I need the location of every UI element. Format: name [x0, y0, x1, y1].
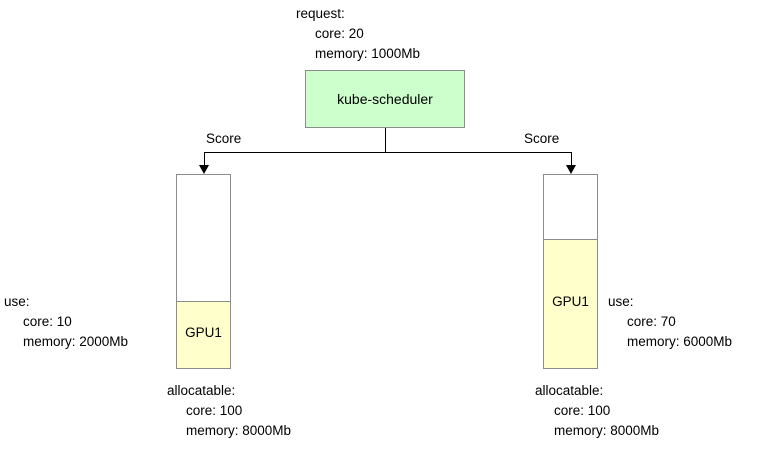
right-arrow-icon: [566, 165, 576, 174]
score-bus-line: [204, 152, 572, 153]
left-branch-line: [204, 152, 205, 166]
left-score-label: Score: [206, 131, 242, 146]
node-used-right: GPU1: [544, 239, 597, 368]
node-used-left: GPU1: [177, 301, 230, 368]
node-bar-right[interactable]: GPU1: [543, 174, 598, 369]
use-memory-right: memory: 6000Mb: [627, 334, 733, 349]
left-arrow-icon: [199, 165, 209, 174]
allocatable-text-block-right: allocatable: core: 100 memory: 8000Mb: [535, 381, 659, 441]
scheduler-stem-line: [385, 128, 386, 153]
allocatable-text-block-left: allocatable: core: 100 memory: 8000Mb: [167, 381, 291, 441]
allocatable-heading-left: allocatable:: [167, 383, 236, 398]
allocatable-heading-right: allocatable:: [535, 383, 604, 398]
allocatable-core-right: core: 100: [554, 403, 611, 418]
use-core-right: core: 70: [627, 314, 676, 329]
use-text-block-right: use: core: 70 memory: 6000Mb: [608, 292, 732, 352]
request-text-block: request: core: 20 memory: 1000Mb: [296, 4, 420, 64]
request-core: core: 20: [315, 26, 364, 41]
use-heading-right: use:: [608, 294, 634, 309]
use-core-left: core: 10: [23, 314, 72, 329]
use-text-block-left: use: core: 10 memory: 2000Mb: [4, 292, 128, 352]
allocatable-core-left: core: 100: [186, 403, 243, 418]
gpu-label-right: GPU1: [552, 294, 589, 309]
right-score-label: Score: [524, 131, 560, 146]
use-memory-left: memory: 2000Mb: [23, 334, 129, 349]
gpu-label-left: GPU1: [185, 325, 222, 340]
request-memory: memory: 1000Mb: [315, 46, 421, 61]
use-heading-left: use:: [4, 294, 30, 309]
kube-scheduler-box[interactable]: kube-scheduler: [305, 70, 465, 128]
allocatable-memory-left: memory: 8000Mb: [186, 423, 292, 438]
right-branch-line: [571, 152, 572, 166]
node-bar-left[interactable]: GPU1: [176, 174, 231, 369]
request-heading: request:: [296, 6, 345, 21]
kube-scheduler-label: kube-scheduler: [337, 91, 433, 107]
allocatable-memory-right: memory: 8000Mb: [554, 423, 660, 438]
